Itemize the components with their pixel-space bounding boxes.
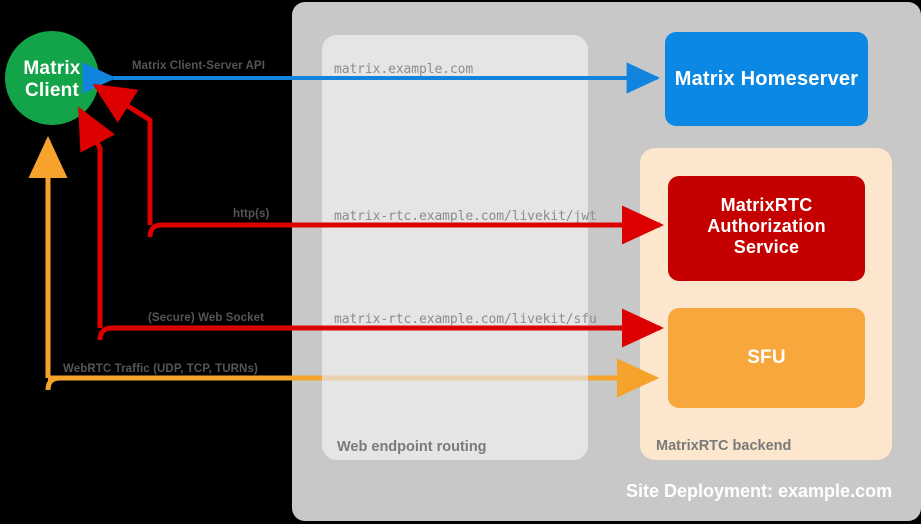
edge-jwt-http-vertical — [92, 83, 153, 225]
matrix-client-label-line1: Matrix — [23, 58, 81, 79]
endpoint-url-matrix: matrix.example.com — [334, 62, 474, 77]
endpoint-url-livekit-jwt: matrix-rtc.example.com/livekit/jwt — [334, 209, 597, 224]
edge-sfu-ws-corner — [97, 325, 113, 341]
sfu-node[interactable] — [668, 308, 865, 408]
edge-jwt-http-corner — [147, 222, 163, 238]
auth-label-line2: Authorization — [707, 216, 826, 237]
edge-label-webrtc: WebRTC Traffic (UDP, TCP, TURNs) — [63, 363, 258, 375]
auth-label-line3: Service — [733, 237, 800, 258]
web-endpoint-routing-caption: Web endpoint routing — [337, 439, 487, 455]
edge-label-sfu-ws: (Secure) Web Socket — [148, 312, 265, 324]
routing-panel-overlay — [322, 35, 588, 460]
matrixrtc-backend-caption: MatrixRTC backend — [656, 438, 792, 454]
edge-sfu-ws-vertical — [77, 106, 115, 328]
matrixrtc-authorization-service-label: MatrixRTC Authorization Service — [668, 195, 865, 259]
matrix-client-node[interactable] — [5, 31, 99, 125]
matrixrtc-authorization-service-node[interactable] — [668, 176, 865, 281]
matrix-client-label: Matrix Client — [5, 58, 99, 103]
sfu-label: SFU — [747, 347, 786, 368]
auth-label-line1: MatrixRTC — [720, 195, 813, 215]
endpoint-url-livekit-sfu: matrix-rtc.example.com/livekit/sfu — [334, 312, 597, 327]
matrix-homeserver-label: Matrix Homeserver — [674, 68, 859, 90]
matrix-client-label-line2: Client — [25, 80, 79, 102]
matrix-homeserver-node[interactable] — [665, 32, 868, 126]
edge-label-cs-api: Matrix Client-Server API — [132, 60, 265, 72]
site-deployment-caption: Site Deployment: example.com — [626, 481, 893, 501]
edge-label-jwt-http: http(s) — [233, 208, 270, 220]
